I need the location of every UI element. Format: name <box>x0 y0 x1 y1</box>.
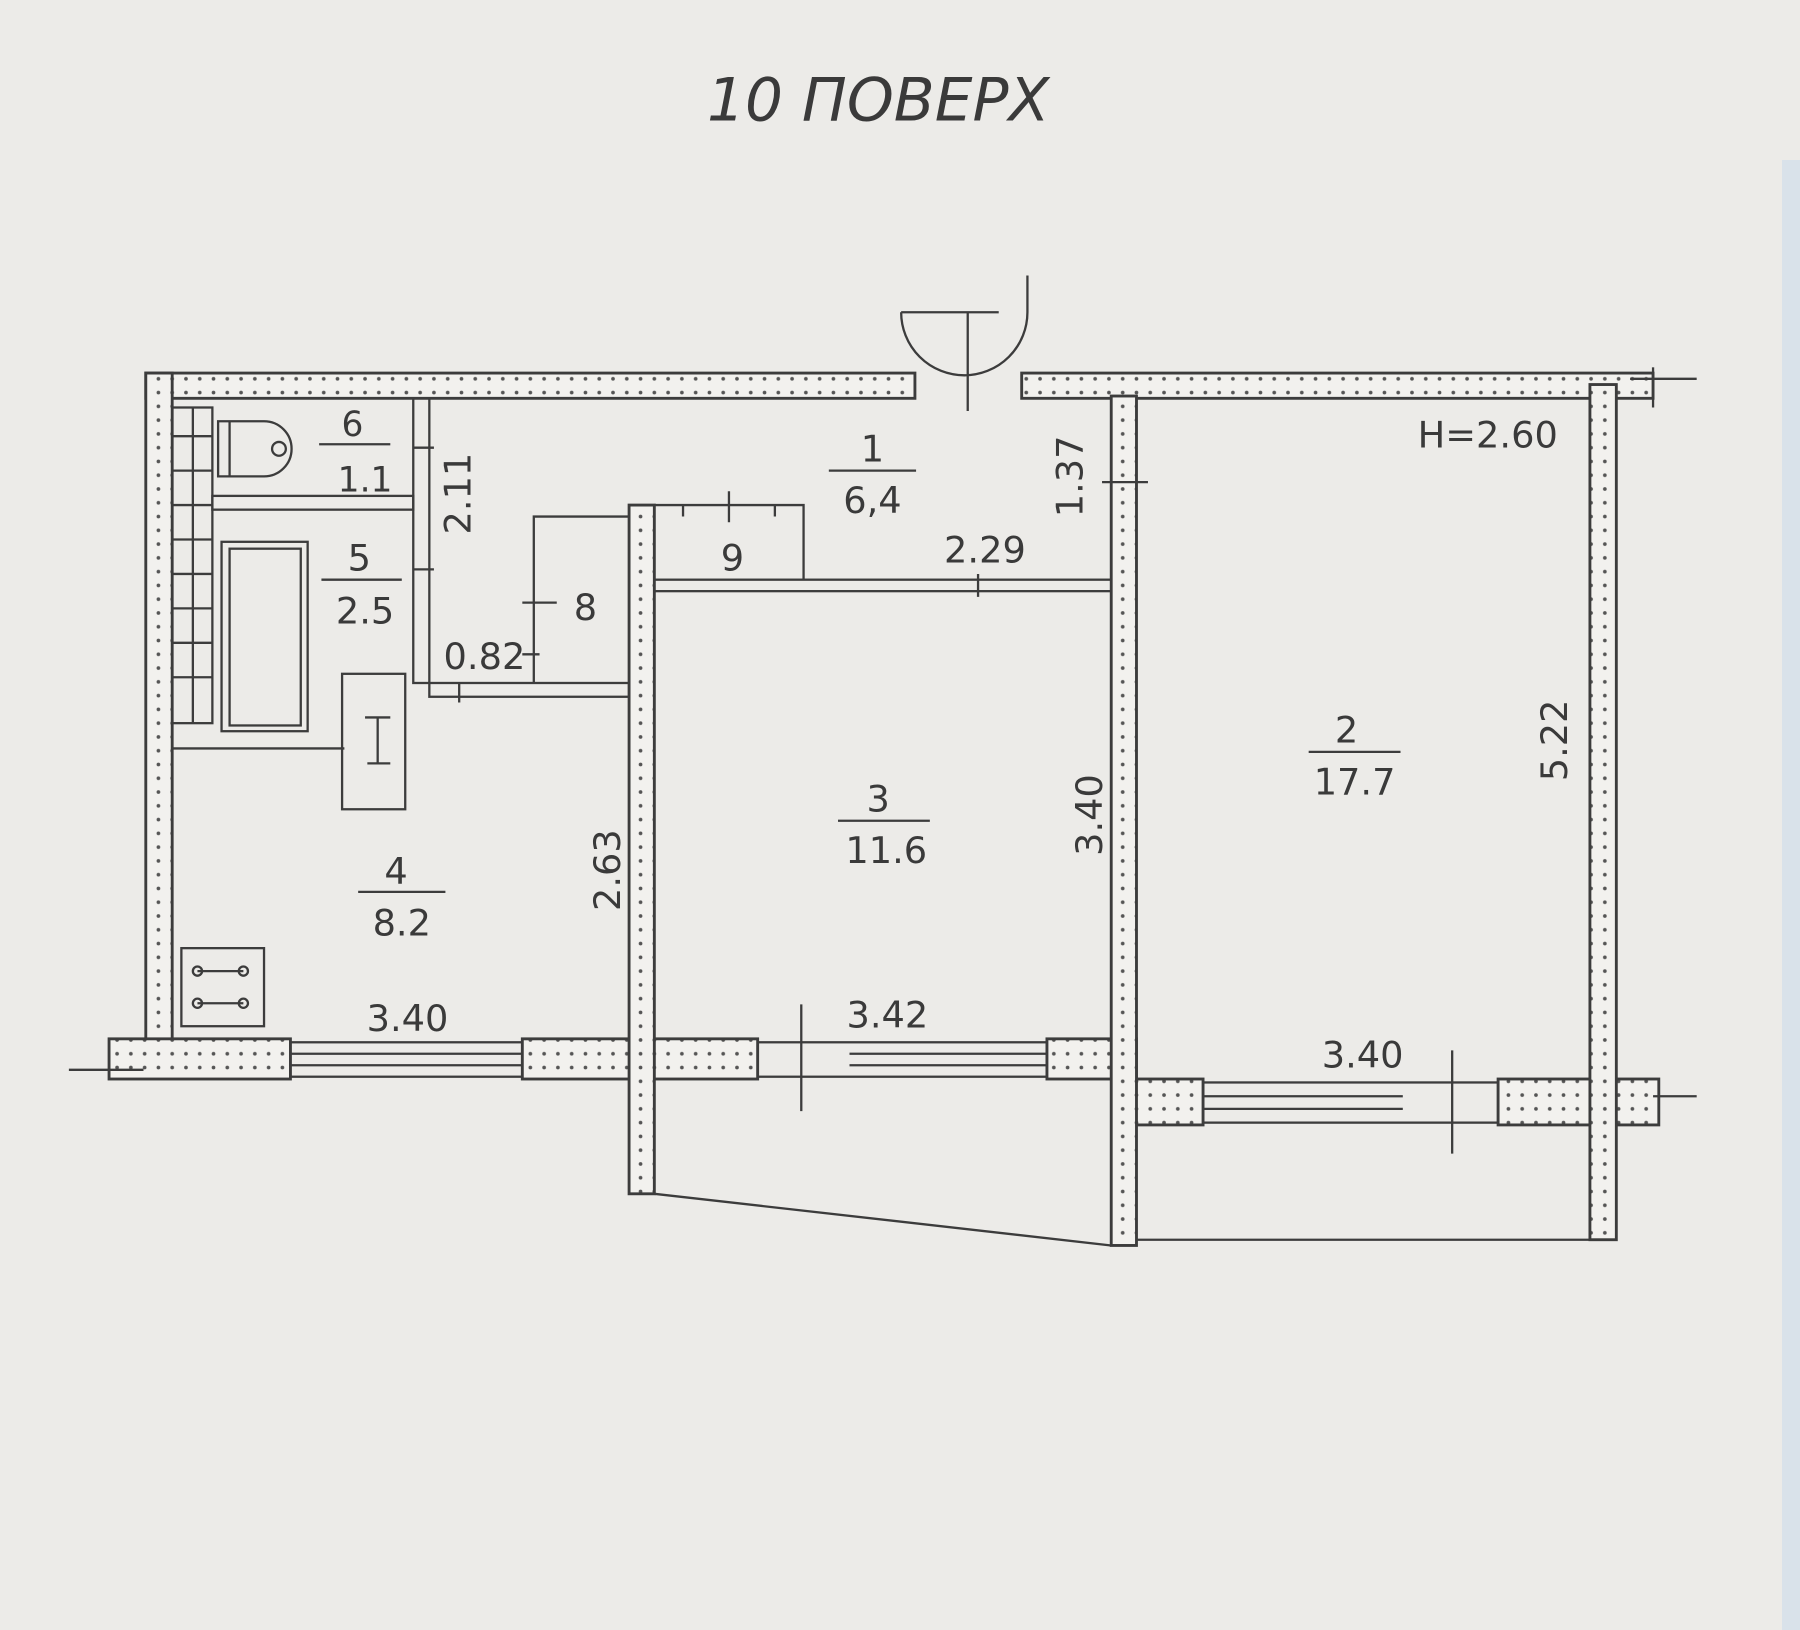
dim-entry: 1.37 <box>1049 435 1092 517</box>
room-5-number: 5 <box>348 537 371 580</box>
floor-title: 10 ПОВЕРХ <box>707 67 1050 136</box>
room-3-area: 11.6 <box>845 829 927 872</box>
dim-room2-width: 3.40 <box>1322 1034 1404 1077</box>
entrance-door <box>900 275 1029 411</box>
bathtub-icon <box>220 540 309 733</box>
room-4-area: 8.2 <box>373 902 431 945</box>
windows <box>68 367 1697 1154</box>
balconies <box>654 1192 1590 1247</box>
room-1-area: 6,4 <box>843 479 901 522</box>
room-8-number: 8 <box>574 586 597 629</box>
room-2-area: 17.7 <box>1314 760 1396 803</box>
ceiling-height: H=2.60 <box>1418 414 1558 457</box>
partitions <box>171 397 1401 1028</box>
dim-kitchen-width: 3.40 <box>367 997 449 1040</box>
room-6-area: 1.1 <box>338 460 393 500</box>
room-6-number: 6 <box>341 405 363 445</box>
room-9-number: 9 <box>721 537 744 580</box>
dimensions: 2.11 0.82 2.29 1.37 2.63 3.40 5.22 3.40 … <box>367 435 1576 1076</box>
dim-room2-depth: 5.22 <box>1533 700 1576 782</box>
background-window-edge <box>1782 160 1800 1630</box>
room-4-number: 4 <box>384 850 407 893</box>
dim-hall-width: 0.82 <box>444 635 526 678</box>
dim-room3-width: 3.42 <box>846 993 928 1036</box>
room-3-number: 3 <box>867 778 890 821</box>
sink-icon <box>340 672 407 811</box>
room-2-number: 2 <box>1335 709 1358 752</box>
room-5-area: 2.5 <box>336 589 394 632</box>
room-1-number: 1 <box>861 427 884 470</box>
toilet-icon <box>216 420 293 478</box>
dim-room3-depth: 3.40 <box>1068 774 1111 856</box>
walls <box>107 371 1661 1247</box>
dim-corridor: 2.29 <box>944 528 1026 571</box>
stove-icon <box>180 947 266 1028</box>
dim-bath-height: 2.11 <box>437 453 480 535</box>
room-labels: 1 6,4 2 17.7 3 11.6 4 8.2 5 2.5 6 1.1 8 … <box>336 405 1558 944</box>
dim-kitchen-depth: 2.63 <box>586 829 629 911</box>
